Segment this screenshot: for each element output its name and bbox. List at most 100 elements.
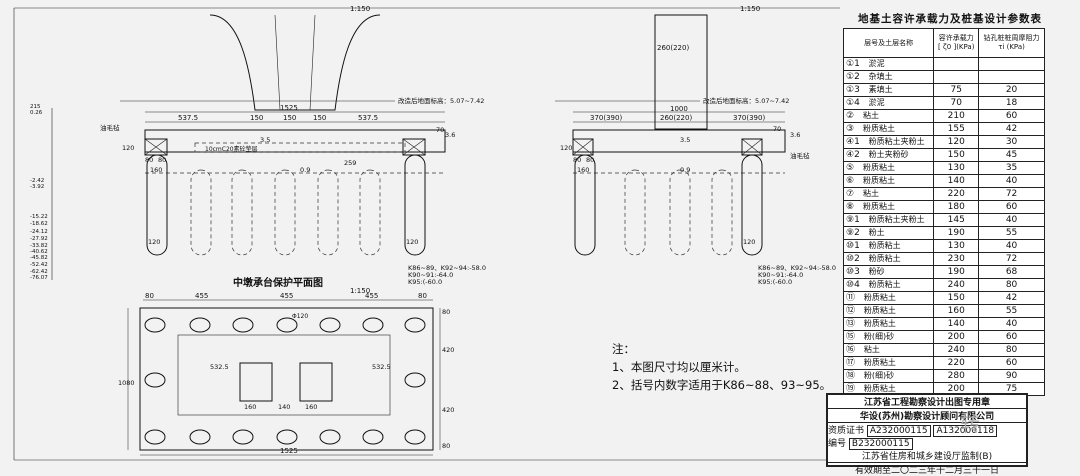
stamp-line5: 江苏省住房和城乡建设厅监制(B) xyxy=(861,452,993,462)
cell-friction: 80 xyxy=(978,278,1045,292)
svg-text:-27.92: -27.92 xyxy=(30,236,48,242)
cell-bearing: 120 xyxy=(933,135,980,149)
cell-layer: ⑧ 粉质粘土 xyxy=(842,200,935,214)
cell-friction: 45 xyxy=(978,148,1045,162)
cell-bearing xyxy=(933,70,980,84)
column-width: 260(220) xyxy=(657,44,689,52)
svg-text:0.26: 0.26 xyxy=(30,110,43,116)
slope-35-right: 3.5 xyxy=(680,136,690,144)
stamp-line6: 有效期至二〇二三年十二月三十一日 xyxy=(828,462,1026,476)
cell-layer: ①3 素填土 xyxy=(842,83,935,97)
slope-36-left: 3.6 xyxy=(445,131,455,139)
cell-bearing: 75 xyxy=(933,83,980,97)
cell-bearing: 190 xyxy=(933,226,980,240)
cell-layer: ⑩3 粉砂 xyxy=(842,265,935,279)
cell-bearing: 150 xyxy=(933,291,980,305)
cushion-label: 10cmC20素砼垫层 xyxy=(205,145,258,153)
cell-friction: 40 xyxy=(978,239,1045,253)
cell-bearing: 220 xyxy=(933,356,980,370)
dim-370-a: 370(390) xyxy=(590,114,622,122)
oil-felt-left: 油毛毡 xyxy=(100,123,120,132)
column-right xyxy=(654,14,708,130)
svg-text:-2.42: -2.42 xyxy=(30,178,44,184)
piles-left xyxy=(146,154,426,256)
stamp-no-label: 编号 xyxy=(828,439,847,449)
cell-bearing: 210 xyxy=(933,109,980,123)
plan-right-80a: 80 xyxy=(442,308,450,316)
cell-friction: 68 xyxy=(978,265,1045,279)
table-title: 地基土容许承载力及桩基设计参数表 xyxy=(858,13,1042,25)
svg-text:-40.62: -40.62 xyxy=(30,249,48,255)
cell-layer: ④1 粉质粘土夹粉土 xyxy=(842,135,935,149)
watermark-text: 转 xyxy=(960,412,980,436)
cell-layer: ⑥ 粉质粘土 xyxy=(842,174,935,188)
cell-layer: ①4 淤泥 xyxy=(842,96,935,110)
cell-layer: ⑰ 粉质粘土 xyxy=(842,356,935,370)
svg-text:-52.42: -52.42 xyxy=(30,262,48,268)
cell-friction: 60 xyxy=(978,330,1045,344)
cell-friction: 20 xyxy=(978,83,1045,97)
elev-note-1: K86~89、K92~94:-58.0 xyxy=(408,264,486,272)
plan-bottom-160b: 160 xyxy=(305,403,317,411)
plan-inner-dim-a: 532.5 xyxy=(210,363,229,371)
h70-right: 70 xyxy=(773,125,781,133)
cell-layer: ⑩1 粉质粘土 xyxy=(842,239,935,253)
pile-dim-160: 160 xyxy=(150,166,162,174)
plan-dim-80a: 80 xyxy=(145,292,154,300)
plan-bottom-140: 140 xyxy=(278,403,290,411)
cell-bearing: 240 xyxy=(933,343,980,357)
cell-layer: ⑯ 粘土 xyxy=(842,343,935,357)
cell-friction: 90 xyxy=(978,369,1045,383)
plan-width-total: 1525 xyxy=(280,447,298,455)
dim-260: 260(220) xyxy=(660,114,692,122)
table-row: ①2 杂填土 xyxy=(842,70,1045,84)
soil-level-column: 215 0.26 -2.42 -3.92 -15.22 -18.62 -24.1… xyxy=(30,104,53,281)
cell-bearing: 230 xyxy=(933,252,980,266)
stamp-cert-a: A232000115 xyxy=(866,425,931,437)
stamp-cert-label: 资质证书 xyxy=(828,426,865,436)
plan-column-right xyxy=(299,362,333,402)
cell-bearing: 220 xyxy=(933,187,980,201)
cell-bearing: 70 xyxy=(933,96,980,110)
ground-label-right: 改造后地面标高：5.07~7.42 xyxy=(703,96,789,105)
pile-bottom-left: 120 xyxy=(148,238,160,246)
cell-layer: ⑪ 粉质粘土 xyxy=(842,291,935,305)
plan-dim-455a: 455 xyxy=(195,292,208,300)
elev-note-r1: K86~89、K92~94:-58.0 xyxy=(758,264,836,272)
slope-35-left: 3.5 xyxy=(260,136,270,144)
pile-dim-80a-right: 80 xyxy=(573,156,581,164)
stamp-cert-b: A132000118 xyxy=(933,425,998,437)
cell-friction: 55 xyxy=(978,226,1045,240)
oil-felt-right: 油毛毡 xyxy=(790,151,810,160)
cell-friction: 30 xyxy=(978,135,1045,149)
scale-top-right: 1:150 xyxy=(740,5,760,13)
depth-259: 259 xyxy=(344,159,356,167)
pile-dim-80b-right: 80 xyxy=(586,156,594,164)
pile-cap xyxy=(144,129,446,153)
svg-text:-15.22: -15.22 xyxy=(30,214,48,220)
svg-text:-33.82: -33.82 xyxy=(30,243,48,249)
plan-left-dim: 1080 xyxy=(118,379,135,387)
cell-bearing: 140 xyxy=(933,317,980,331)
elev-note-r2: K90~91:-64.0 xyxy=(758,271,803,279)
plan-right-80b: 80 xyxy=(442,442,450,450)
dim-537-b: 537.5 xyxy=(358,114,378,122)
